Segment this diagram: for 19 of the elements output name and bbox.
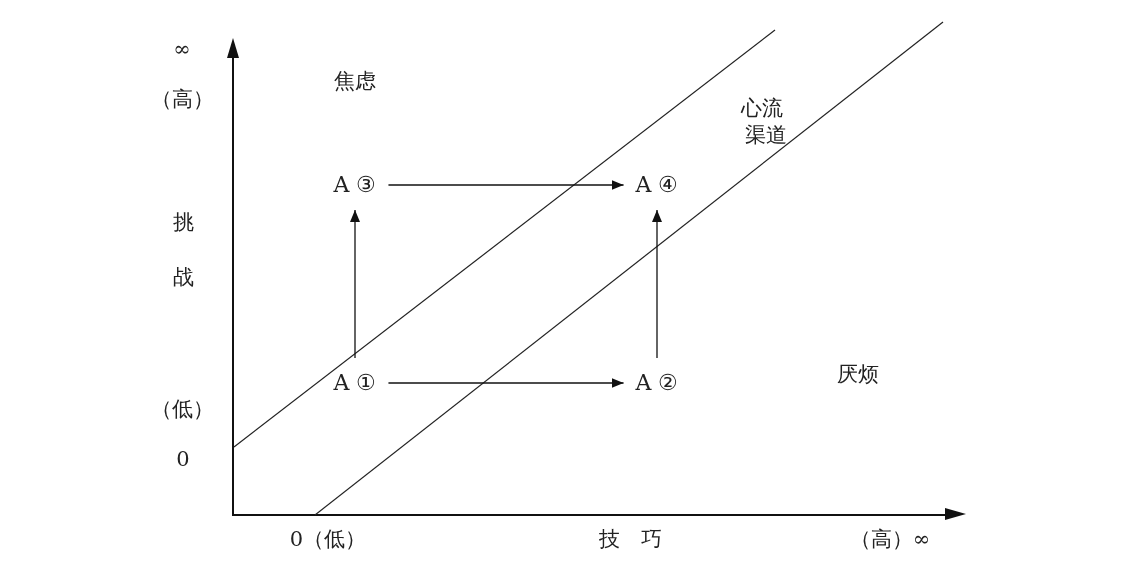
- axis-label: （高）∞: [849, 527, 931, 553]
- arrow: [652, 209, 662, 359]
- arrow: [387, 180, 625, 190]
- axis-label: 心流渠道: [739, 94, 789, 149]
- state-label: A ③: [321, 160, 389, 210]
- arrow: [350, 209, 360, 359]
- axis-label: （高）: [150, 87, 214, 113]
- axis-label: 0（低）: [289, 527, 367, 553]
- state-label: A ②: [623, 358, 691, 408]
- axis-label: 焦虑: [334, 69, 376, 95]
- axis-label: 厌烦: [837, 362, 879, 388]
- state-label: A ④: [623, 160, 691, 210]
- axis-label: 0: [176, 447, 190, 473]
- arrow: [387, 378, 625, 388]
- axis-label: 挑战: [172, 209, 194, 291]
- state-label: A ①: [321, 358, 389, 408]
- axis-label: ∞: [173, 37, 191, 63]
- axis-label: （低）: [150, 397, 214, 423]
- axis-label: 技巧: [598, 527, 683, 553]
